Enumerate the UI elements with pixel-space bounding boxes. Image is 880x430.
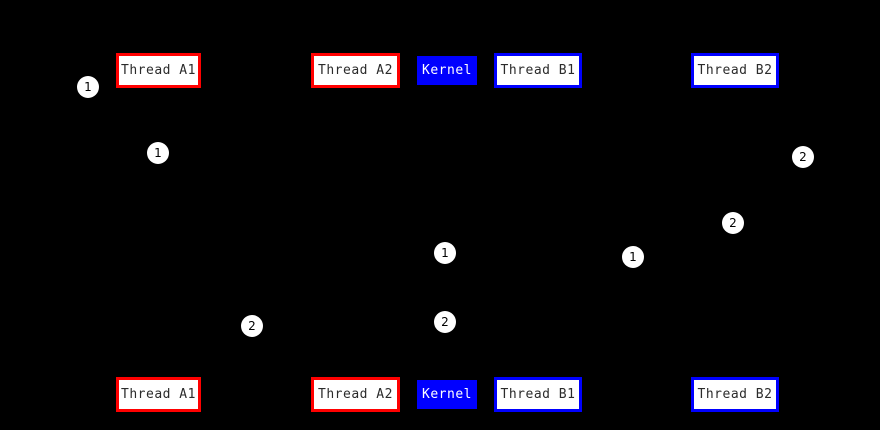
participant-label: Thread A1	[121, 387, 196, 402]
participant-bottom-thread-a1[interactable]: Thread A1	[116, 377, 201, 412]
message-arrow	[158, 153, 355, 154]
participant-label: Thread B1	[500, 387, 576, 402]
badge-number: 2	[799, 150, 807, 164]
participant-top-thread-a2[interactable]: Thread A2	[311, 53, 400, 88]
participant-label: Kernel	[422, 63, 472, 78]
participant-label: Thread B2	[697, 63, 773, 78]
badge-number: 1	[154, 146, 162, 160]
participant-bottom-thread-b1[interactable]: Thread B1	[494, 377, 582, 412]
sequence-number-badge: 1	[622, 246, 644, 268]
participant-top-thread-a1[interactable]: Thread A1	[116, 53, 201, 88]
badge-number: 2	[729, 216, 737, 230]
message-arrow	[446, 257, 538, 258]
message-arrow	[538, 157, 734, 158]
sequence-number-badge: 2	[792, 146, 814, 168]
badge-number: 1	[84, 80, 92, 94]
participant-label: Thread B2	[697, 387, 773, 402]
sequence-number-badge: 2	[241, 315, 263, 337]
participant-label: Thread A2	[318, 387, 393, 402]
lifeline-kernel	[446, 88, 447, 377]
participant-label: Kernel	[422, 387, 472, 402]
participant-top-thread-b1[interactable]: Thread B1	[494, 53, 582, 88]
lifeline-thread-b1	[538, 88, 539, 377]
participant-bottom-thread-a2[interactable]: Thread A2	[311, 377, 400, 412]
participant-top-kernel[interactable]: Kernel	[417, 56, 477, 85]
lifeline-thread-a1	[158, 88, 159, 377]
sequence-number-badge: 1	[77, 76, 99, 98]
sequence-number-badge: 2	[434, 311, 456, 333]
message-arrow	[355, 253, 446, 254]
sequence-number-badge: 2	[722, 212, 744, 234]
lifeline-thread-a2	[355, 88, 356, 377]
participant-bottom-thread-b2[interactable]: Thread B2	[691, 377, 779, 412]
sequence-number-badge: 1	[434, 242, 456, 264]
message-arrow	[538, 223, 734, 224]
participant-label: Thread A1	[121, 63, 196, 78]
badge-number: 2	[441, 315, 449, 329]
message-arrow	[355, 322, 446, 323]
participant-label: Thread B1	[500, 63, 576, 78]
participant-top-thread-b2[interactable]: Thread B2	[691, 53, 779, 88]
sequence-number-badge: 1	[147, 142, 169, 164]
badge-number: 1	[629, 250, 637, 264]
badge-number: 2	[248, 319, 256, 333]
participant-label: Thread A2	[318, 63, 393, 78]
badge-number: 1	[441, 246, 449, 260]
participant-bottom-kernel[interactable]: Kernel	[417, 380, 477, 409]
